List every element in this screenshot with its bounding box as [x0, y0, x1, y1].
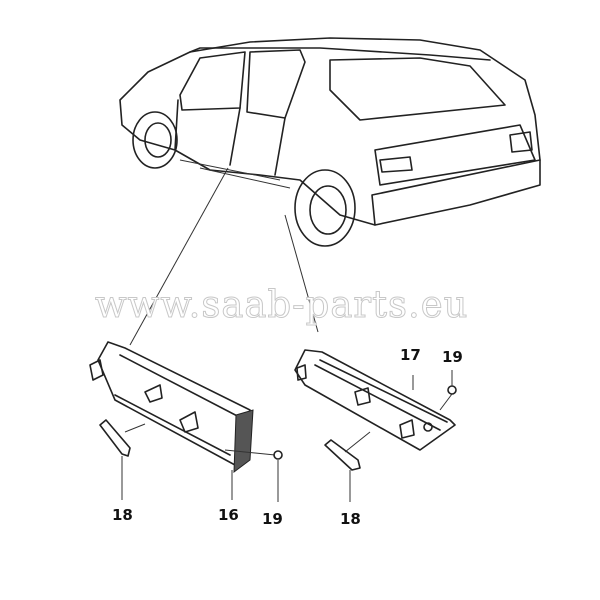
label-18-right: 18: [340, 510, 361, 528]
car-illustration: [119, 37, 541, 346]
label-16: 16: [218, 506, 239, 524]
label-17: 17: [400, 346, 421, 364]
lamp-housing-17: [294, 349, 457, 451]
label-18-left: 18: [112, 506, 133, 524]
label-19-right: 19: [442, 348, 463, 366]
label-19-left: 19: [262, 510, 283, 528]
lamp-housing-16: [89, 341, 283, 502]
watermark: www.saab-parts.eu: [94, 283, 469, 327]
bulb-18: [99, 419, 371, 502]
